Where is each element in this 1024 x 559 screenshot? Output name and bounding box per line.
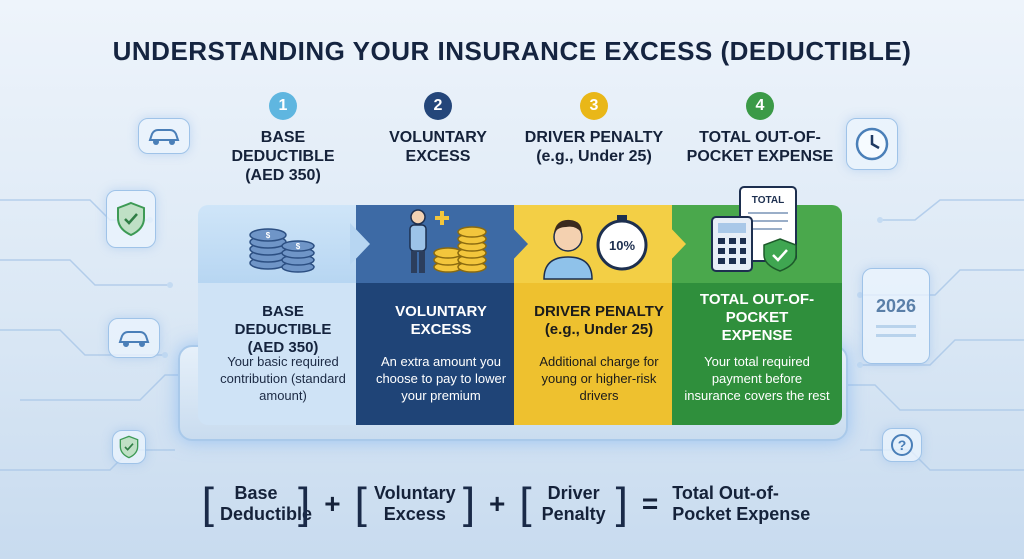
question-card: ?	[882, 428, 922, 462]
coin-stack-icon: $ $	[249, 228, 315, 273]
formula-term-3: [Driver Penalty]	[519, 479, 628, 528]
step-4-header: 4 TOTAL OUT-OF-POCKET EXPENSE	[680, 92, 840, 166]
arrow-3-4	[666, 223, 686, 265]
band-1-title: BASE DEDUCTIBLE (AED 350)	[234, 303, 332, 356]
band-3-title: DRIVER PENALTY (e.g., Under 25)	[534, 303, 664, 338]
shield-check-icon	[117, 201, 145, 237]
plus-sign-1: +	[324, 488, 341, 519]
step-1-label: BASE DEDUCTIBLE (AED 350)	[231, 129, 335, 184]
car-icon	[118, 331, 150, 347]
band-3-description: Additional charge for young or higher-ri…	[539, 354, 659, 403]
band-1-description: Your basic required contribution (standa…	[220, 354, 346, 403]
shield-card-2	[112, 430, 146, 464]
step-3-number: 3	[580, 92, 608, 120]
band-total-expense: TOTAL TOTAL OUT-OF-POCKET EXPENSE Your t…	[672, 186, 842, 425]
arrow-1-2	[350, 223, 370, 265]
step-3-header: 3 DRIVER PENALTY (e.g., Under 25)	[514, 92, 674, 166]
equals-sign: =	[641, 488, 659, 519]
band-2-description: An extra amount you choose to pay to low…	[375, 354, 507, 403]
formula-row: [Base Deductible] + [Voluntary Excess] +…	[0, 476, 1024, 532]
band-voluntary-excess: VOLUNTARY EXCESS An extra amount you cho…	[356, 205, 526, 425]
band-driver-penalty: 10% DRIVER PENALTY (e.g., Under 25) Addi…	[514, 205, 684, 425]
stopwatch-label: 10%	[609, 238, 635, 253]
step-2-header: 2 VOLUNTARY EXCESS	[358, 92, 518, 166]
step-1-header: 1 BASE DEDUCTIBLE (AED 350)	[203, 92, 363, 185]
clock-icon	[855, 127, 889, 161]
svg-text:$: $	[296, 242, 301, 251]
step-4-label: TOTAL OUT-OF-POCKET EXPENSE	[686, 129, 834, 165]
formula-term-2-text: Voluntary Excess	[373, 483, 456, 524]
svg-text:$: $	[266, 231, 271, 240]
car-card	[138, 118, 190, 154]
calculator-receipt-icon: TOTAL	[711, 186, 797, 272]
step-2-number: 2	[424, 92, 452, 120]
formula-result: Total Out-of-Pocket Expense	[672, 483, 811, 524]
step-1-number: 1	[269, 92, 297, 120]
band-base-deductible: $ $ BASE DEDUCTIBLE (AED 350) Your basic…	[198, 205, 368, 425]
formula-term-1-text: Base Deductible	[219, 483, 312, 524]
calendar-icon: 2026	[875, 295, 917, 316]
calendar-card: 2026	[862, 268, 930, 364]
plus-sign-2: +	[489, 488, 506, 519]
person-coins-icon	[409, 209, 487, 273]
band-4-description: Your total required payment before insur…	[684, 354, 830, 403]
band-4-title: TOTAL OUT-OF-POCKET EXPENSE	[699, 291, 815, 344]
step-4-number: 4	[746, 92, 774, 120]
formula-term-1: [Base Deductible]	[201, 479, 312, 528]
page-title: UNDERSTANDING YOUR INSURANCE EXCESS (DED…	[112, 36, 912, 66]
question-icon: ?	[891, 434, 913, 456]
formula-term-2: [Voluntary Excess]	[354, 479, 476, 528]
shield-check-icon	[119, 435, 139, 459]
step-2-label: VOLUNTARY EXCESS	[389, 129, 487, 165]
clock-card	[846, 118, 898, 170]
band-2-title: VOLUNTARY EXCESS	[395, 303, 487, 338]
formula-term-3-text: Driver Penalty	[541, 483, 606, 524]
shield-card	[106, 190, 156, 248]
young-driver-stopwatch-icon: 10%	[543, 215, 648, 280]
step-3-label: DRIVER PENALTY (e.g., Under 25)	[524, 129, 664, 165]
arrow-2-3	[508, 223, 528, 265]
car-icon	[148, 129, 180, 145]
receipt-label: TOTAL	[752, 195, 784, 206]
car-card-2	[108, 318, 160, 358]
